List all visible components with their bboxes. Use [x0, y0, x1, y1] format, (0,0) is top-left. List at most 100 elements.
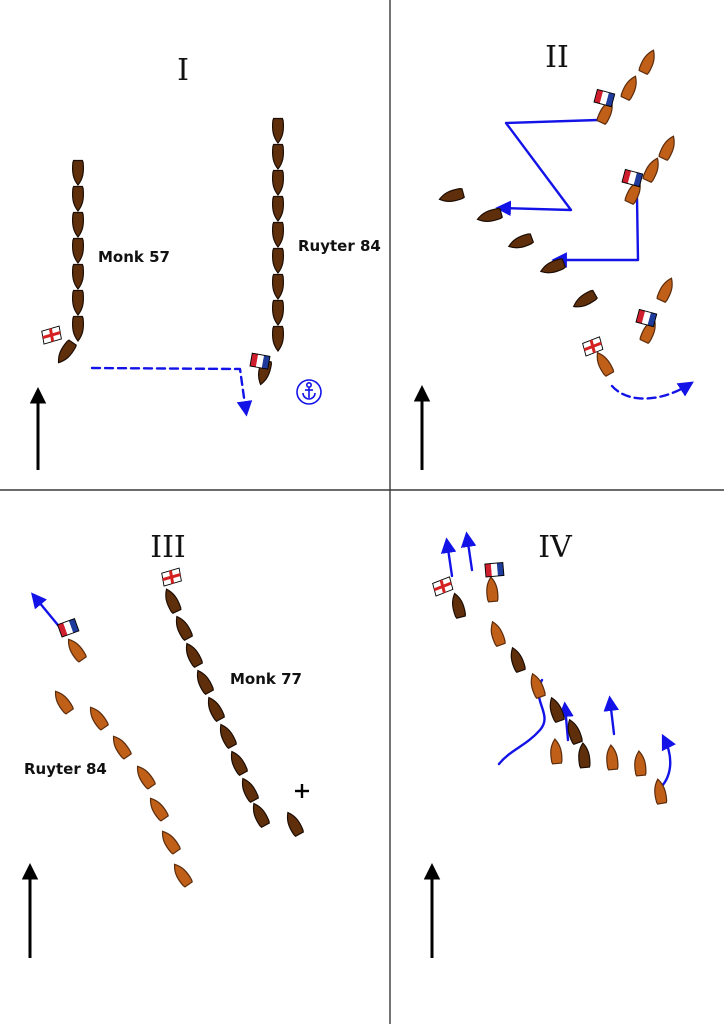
panel-title: II: [545, 40, 569, 75]
panel-3: III Monk 77 Ruyter 84: [21, 530, 309, 958]
flag-stripe-red: [622, 169, 632, 184]
dutch-flag-icon: [56, 618, 80, 638]
movement-path-dashed: [610, 381, 694, 400]
ship-icon: [530, 672, 546, 700]
ship-icon: [486, 576, 499, 603]
flag-stripe-white: [255, 354, 265, 369]
ship-icon: [642, 157, 659, 184]
fleet-label: Ruyter 84: [24, 760, 107, 778]
flag-stripe-blue: [68, 618, 79, 633]
dutch-flag-icon: [593, 88, 616, 108]
ship-icon: [241, 777, 259, 803]
ship-icon: [596, 351, 615, 377]
ship-icon: [620, 75, 637, 102]
flag-stripe-red: [57, 622, 68, 637]
flag-cross-horizontal: [433, 581, 452, 592]
ship-icon: [606, 744, 619, 771]
movement-path-dashed: [90, 366, 253, 417]
flag-cross-horizontal: [583, 341, 602, 352]
ship-icon: [451, 592, 466, 619]
ship-icon: [136, 765, 156, 790]
ship-icon: [173, 863, 193, 888]
ship-icon: [271, 195, 285, 222]
ship-icon: [71, 211, 85, 238]
flag-outline: [249, 352, 271, 370]
flag-stripe-blue: [605, 92, 615, 107]
ship-icon: [490, 620, 506, 648]
movement-arrow: [460, 531, 477, 572]
flag-stripe-white: [641, 310, 651, 326]
ship-icon: [67, 638, 87, 663]
ship-icon: [572, 289, 598, 308]
flag-stripe-red: [484, 563, 492, 577]
ship-icon: [567, 718, 583, 746]
movement-arrow: [31, 592, 64, 632]
flag-outline: [635, 308, 658, 328]
ship-icon: [271, 273, 285, 300]
ship-icon: [161, 830, 181, 855]
flag-stripe-white: [63, 620, 74, 635]
ship-icon: [271, 247, 285, 274]
ship-icon: [507, 233, 535, 249]
ship-icon: [149, 797, 169, 822]
dutch-flag-icon: [621, 168, 644, 188]
anchor-arms: [302, 392, 316, 400]
ship-icon: [549, 696, 565, 724]
movement-arrow: [495, 118, 600, 217]
flag-outline: [484, 561, 505, 578]
panel-title: III: [150, 530, 186, 565]
ship-icon: [71, 263, 85, 290]
ship-icon: [550, 738, 563, 765]
ship-icon: [196, 669, 214, 695]
ship-icon: [71, 289, 85, 316]
ship-icon: [219, 723, 237, 749]
dutch-flag-icon: [249, 352, 271, 370]
ship-icon: [638, 49, 655, 76]
ship-icon: [57, 339, 77, 364]
flag-stripe-red: [594, 89, 604, 104]
ship-icon: [438, 188, 465, 203]
ship-icon: [207, 696, 225, 722]
ship-icon: [271, 117, 285, 144]
fleet-label: Monk 77: [230, 670, 302, 688]
anchor-icon: [296, 379, 322, 405]
panel-title: I: [177, 53, 189, 88]
flag-stripe-blue: [647, 312, 657, 327]
ship-icon: [286, 811, 304, 837]
ship-icon: [175, 615, 193, 641]
dutch-flag-icon: [484, 561, 505, 578]
flag-stripe-blue: [633, 172, 643, 187]
english-flag-icon: [432, 576, 454, 597]
flag-stripe-white: [599, 90, 609, 106]
flag-outline: [621, 168, 644, 188]
movement-arrow: [603, 695, 620, 736]
ship-icon: [271, 221, 285, 248]
ship-icon: [271, 169, 285, 196]
ship-icon: [71, 315, 85, 342]
ship-icon: [71, 237, 85, 264]
flag-cross-horizontal: [162, 573, 181, 582]
ship-icon: [476, 208, 503, 223]
ship-icon: [656, 277, 673, 304]
ship-icon: [71, 159, 85, 186]
ship-icon: [658, 135, 675, 162]
dutch-flag-icon: [635, 308, 658, 328]
ship-icon: [654, 778, 668, 805]
cross-marker: [295, 784, 309, 798]
ship-icon: [185, 642, 203, 668]
fleet-label: Monk 57: [98, 248, 170, 266]
flag-outline: [593, 88, 616, 108]
flag-outline: [56, 618, 80, 638]
ship-icon: [89, 706, 109, 731]
ship-icon: [271, 325, 285, 352]
ship-icon: [165, 588, 182, 615]
ship-icon: [510, 646, 526, 674]
ship-icon: [634, 750, 647, 777]
flag-stripe-white: [627, 170, 637, 186]
ship-icon: [252, 802, 270, 828]
ship-icon: [271, 143, 285, 170]
